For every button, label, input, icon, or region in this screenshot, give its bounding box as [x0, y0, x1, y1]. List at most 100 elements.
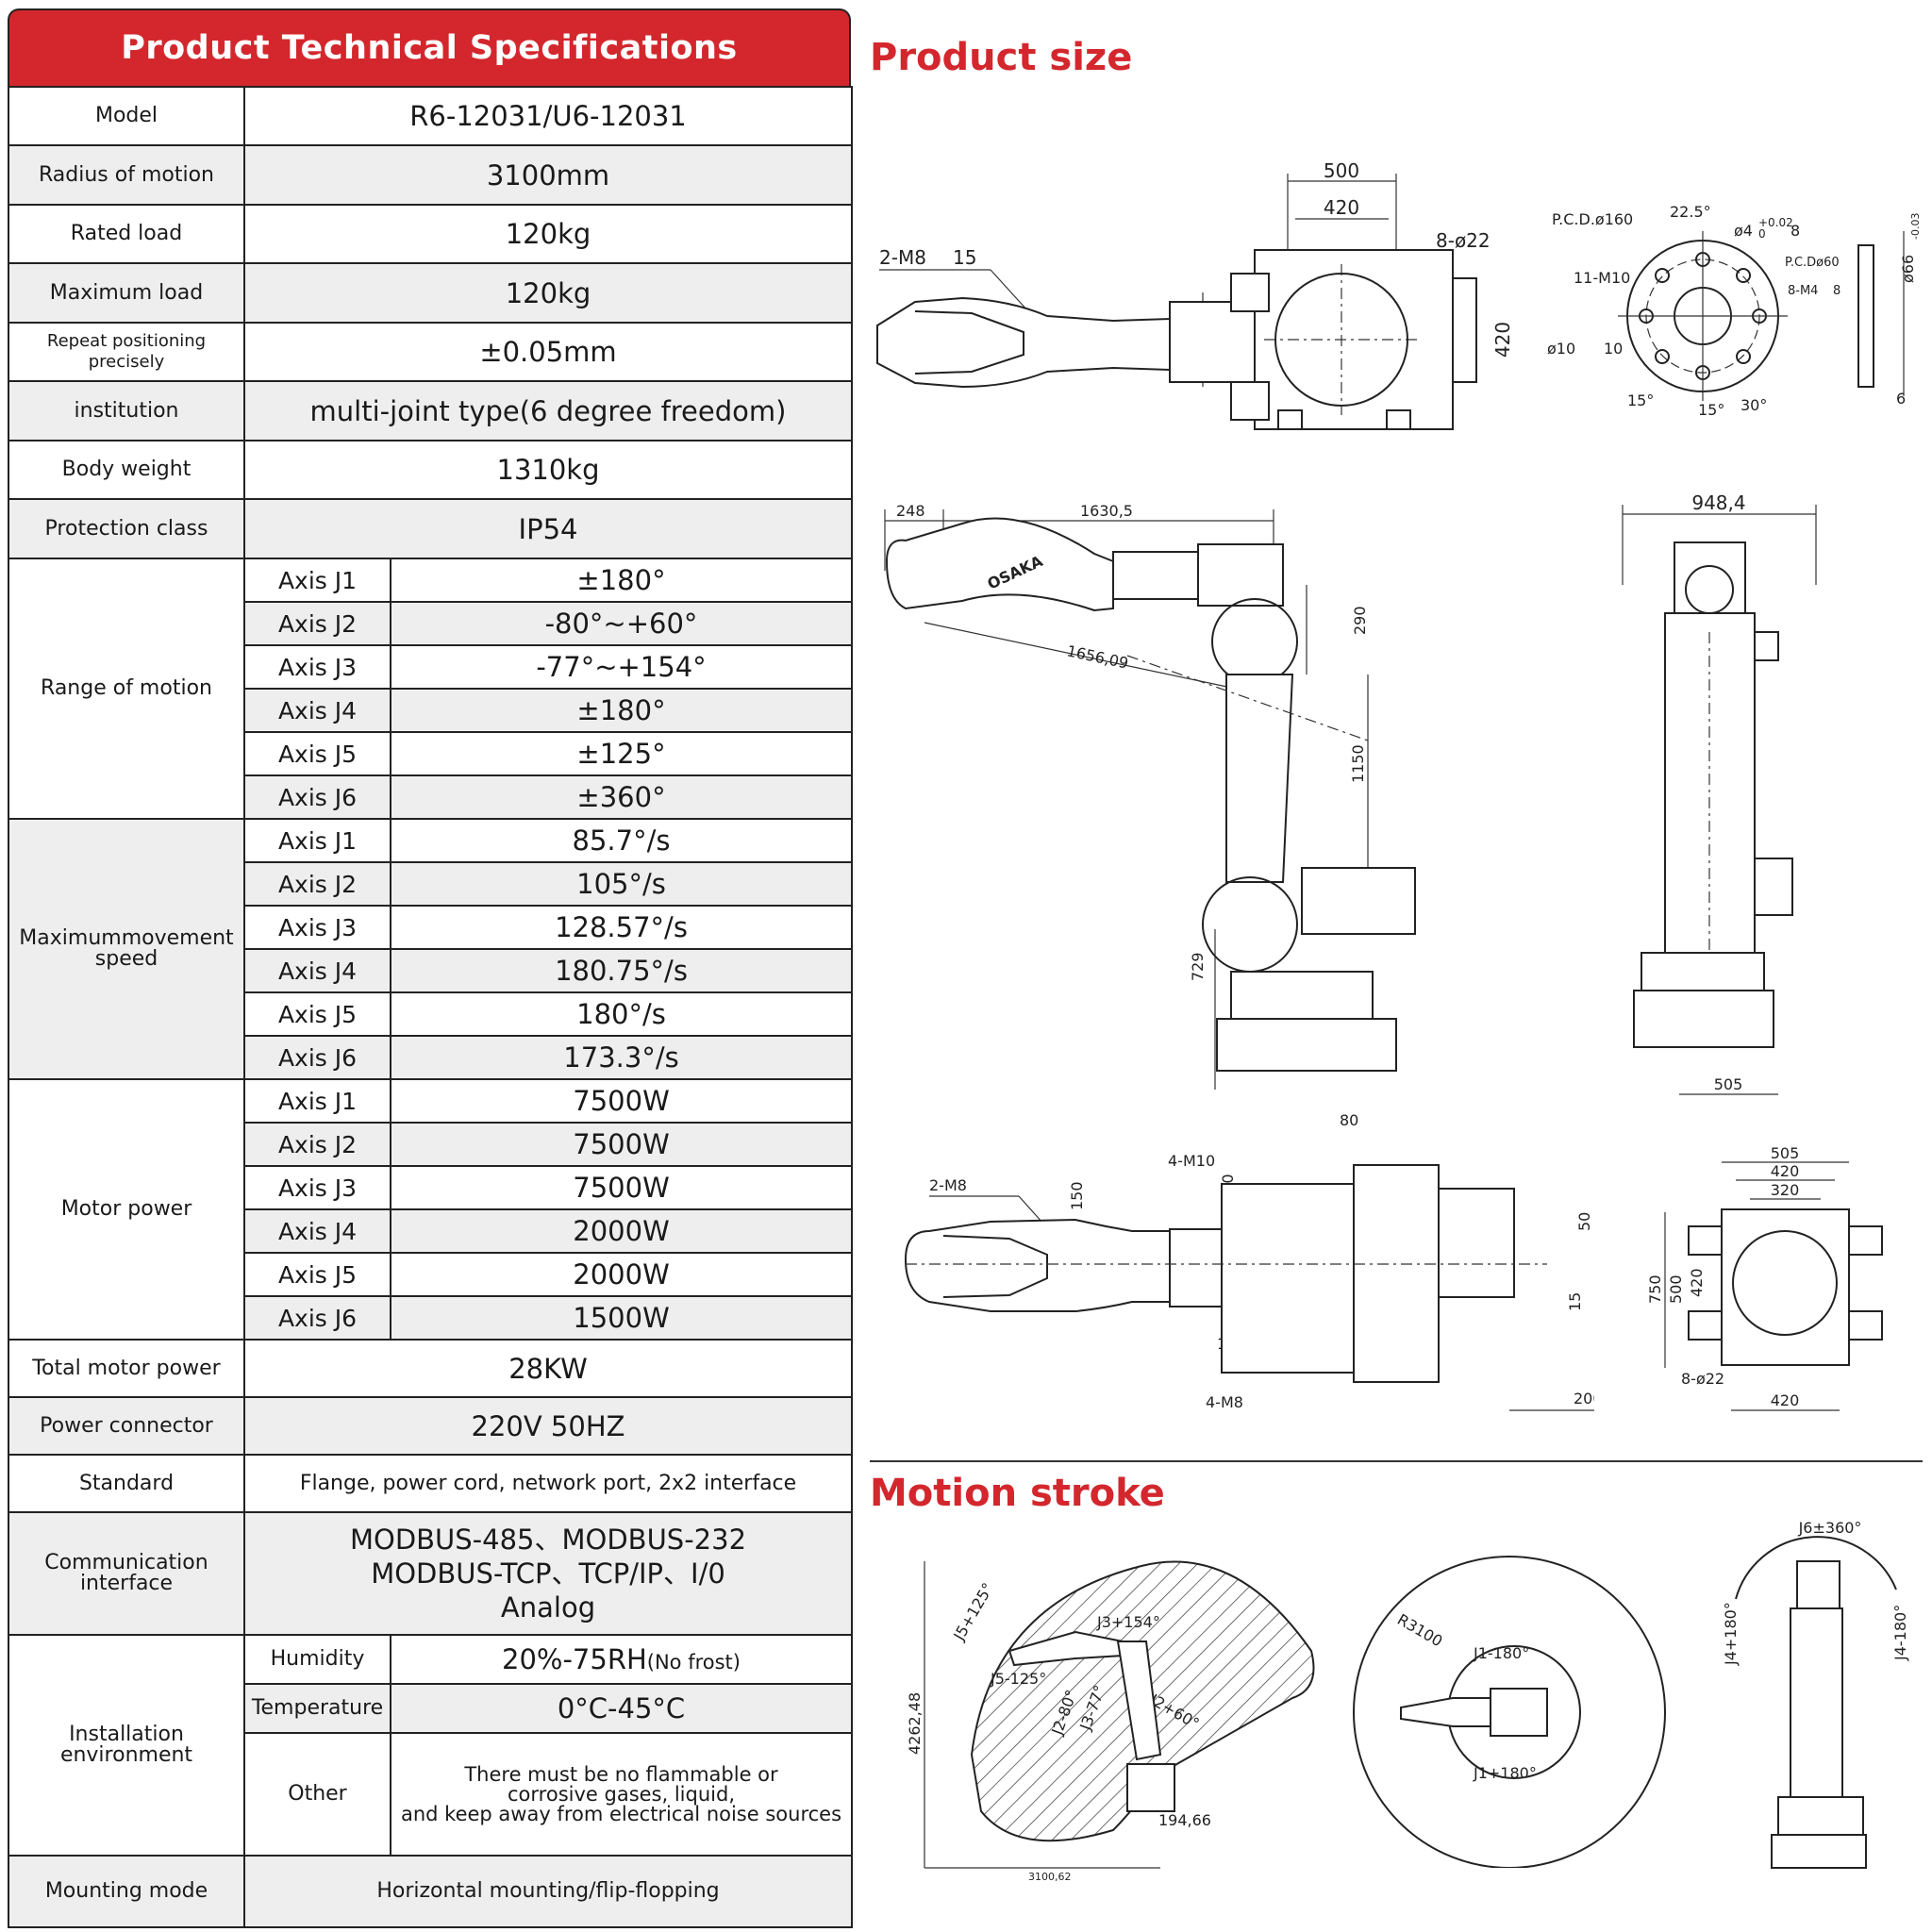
value-model: R6-12031/U6-12031 [242, 86, 854, 146]
label-range-of-motion: Range of motion [8, 558, 245, 820]
label-d66: ø66 [1899, 255, 1917, 283]
dim-1150: 1150 [1349, 744, 1367, 783]
motion-top-drawing: R3100 J1-180° J1+180° [1353, 1556, 1666, 1868]
motor-axis-value: 7500W [389, 1165, 854, 1210]
label-j1-plus: J1+180° [1473, 1764, 1537, 1782]
speed-axis-value: 173.3°/s [389, 1035, 854, 1080]
label-2-m8: 2-M8 [879, 246, 926, 269]
value-power-connector: 220V 50HZ [242, 1396, 854, 1456]
row-radius: Radius of motion 3100mm [8, 144, 854, 206]
motor-axis-label: Axis J6 [243, 1295, 391, 1341]
label-motor-power: Motor power [8, 1078, 245, 1341]
speed-axis-label: Axis J6 [243, 1035, 391, 1080]
other-line-3: and keep away from electrical noise sour… [400, 1802, 842, 1825]
speed-axis-label: Axis J5 [243, 991, 391, 1037]
motor-axis-label: Axis J5 [243, 1252, 391, 1297]
dim-290: 290 [1351, 606, 1369, 635]
row-max-load: Maximum load 120kg [8, 262, 854, 324]
dim-420-bottom: 420 [1771, 1391, 1800, 1409]
speed-axis-value: 128.57°/s [389, 905, 854, 950]
label-repeat: Repeat positioning precisely [8, 322, 245, 382]
motor-axis-label: Axis J2 [243, 1122, 391, 1167]
range-axis-label: Axis J4 [243, 688, 391, 733]
dim-420-vertical: 420 [1688, 1268, 1706, 1297]
motor-axis-value: 2000W [389, 1208, 854, 1254]
value-max-load: 120kg [242, 262, 854, 324]
base-view-drawing: 505 420 320 750 500 420 8-ø22 420 [1646, 1144, 1883, 1411]
label-communication: Communication interface [8, 1511, 245, 1636]
speed-row: Axis J2 105°/s [8, 861, 854, 907]
value-other: There must be no flammable or corrosive … [389, 1732, 854, 1857]
speed-axis-value: 180.75°/s [389, 948, 854, 993]
label-tol-up: +0.02 [1758, 216, 1793, 229]
dim-420-right: 420 [1491, 322, 1514, 358]
value-temperature: 0°C-45°C [389, 1683, 854, 1734]
label-pcd60: P.C.Dø60 [1785, 256, 1840, 270]
dim-948: 948,4 [1691, 491, 1745, 514]
value-institution: multi-joint type(6 degree freedom) [242, 380, 854, 441]
label-pcd160: P.C.D.ø160 [1552, 210, 1633, 228]
row-institution: institution multi-joint type(6 degree fr… [8, 380, 854, 441]
row-standard: Standard Flange, power cord, network por… [8, 1454, 854, 1513]
label-pin10: ø10 [1547, 340, 1575, 358]
value-body-weight: 1310kg [242, 440, 854, 500]
spec-table-panel: Product Technical Specifications Model R… [8, 8, 854, 1928]
comm-line-3: Analog [500, 1591, 596, 1624]
motor-axis-value: 2000W [389, 1252, 854, 1297]
dim-500-base: 500 [1667, 1274, 1685, 1304]
label-pin-depth: 10 [1604, 340, 1623, 358]
bottom-view-drawing: 80 4-M10 2-M8 150 120 50 15 100 4-M8 200… [904, 1111, 1594, 1411]
speed-axis-label: Axis J1 [243, 818, 391, 863]
flange-drawing: P.C.D.ø160 22.5° ø4 +0.02 0 8 11-M10 P.C… [1547, 203, 1922, 419]
range-axis-label: Axis J1 [243, 558, 391, 603]
row-model: Model R6-12031/U6-12031 [8, 86, 854, 146]
range-row: Axis J2 -80°~+60° [8, 601, 854, 646]
dim-80: 80 [1340, 1111, 1358, 1129]
row-rated-load: Rated load 120kg [8, 204, 854, 264]
label-max-load: Maximum load [8, 262, 245, 324]
speed-row: Axis J4 180.75°/s [8, 948, 854, 993]
row-power-connector: Power connector 220V 50HZ [8, 1396, 854, 1456]
motor-row: Axis J4 2000W [8, 1208, 854, 1254]
label-j4-minus: J4-180° [1891, 1605, 1909, 1661]
label-d6: 6 [1896, 390, 1906, 408]
motion-stroke-title: Motion stroke [870, 1472, 1165, 1515]
label-standard: Standard [8, 1454, 245, 1513]
speed-axis-value: 180°/s [389, 991, 854, 1037]
speed-axis-label: Axis J2 [243, 861, 391, 907]
label-model: Model [8, 86, 245, 146]
speed-axis-value: 105°/s [389, 861, 854, 907]
label-j6: J6±360° [1798, 1519, 1862, 1537]
motor-row: Motor power Axis J1 7500W [8, 1078, 854, 1341]
dim-15: 15 [1566, 1292, 1584, 1311]
row-mounting: Mounting mode Horizontal mounting/flip-f… [8, 1855, 854, 1928]
label-max-speed: Maximummovement speed [8, 818, 245, 1080]
dim-200mm: 200mm [1574, 1390, 1594, 1407]
range-axis-value: ±360° [389, 774, 854, 820]
row-body-weight: Body weight 1310kg [8, 440, 854, 500]
value-mounting: Horizontal mounting/flip-flopping [242, 1855, 854, 1928]
dim-420: 420 [1324, 196, 1359, 219]
range-axis-value: ±125° [389, 731, 854, 776]
range-row: Axis J6 ±360° [8, 774, 854, 820]
motor-row: Axis J2 7500W [8, 1122, 854, 1167]
dim-505-base: 505 [1771, 1144, 1800, 1162]
label-j4-plus: J4+180° [1722, 1602, 1740, 1666]
dim-750: 750 [1646, 1274, 1664, 1304]
range-axis-label: Axis J6 [243, 774, 391, 820]
label-j5-minus: J5-125° [990, 1670, 1046, 1688]
speed-axis-label: Axis J4 [243, 948, 391, 993]
comm-line-2: MODBUS-TCP、TCP/IP、I/0 [371, 1557, 725, 1590]
motor-axis-label: Axis J1 [243, 1078, 391, 1124]
label-8-holes: 8-ø22 [1436, 229, 1491, 252]
range-row: Axis J3 -77°~+154° [8, 644, 854, 690]
label-temperature: Temperature [243, 1683, 391, 1734]
front-view-drawing: 948,4 505 [1622, 491, 1817, 1095]
dim-500: 500 [1324, 160, 1359, 182]
speed-row: Axis J5 180°/s [8, 991, 854, 1037]
label-humidity: Humidity [243, 1634, 391, 1685]
value-repeat: ±0.05mm [242, 322, 854, 382]
label-hole4: ø4 [1734, 222, 1753, 240]
dim-150: 150 [1068, 1181, 1086, 1210]
value-communication: MODBUS-485、MODBUS-232 MODBUS-TCP、TCP/IP、… [242, 1511, 854, 1636]
